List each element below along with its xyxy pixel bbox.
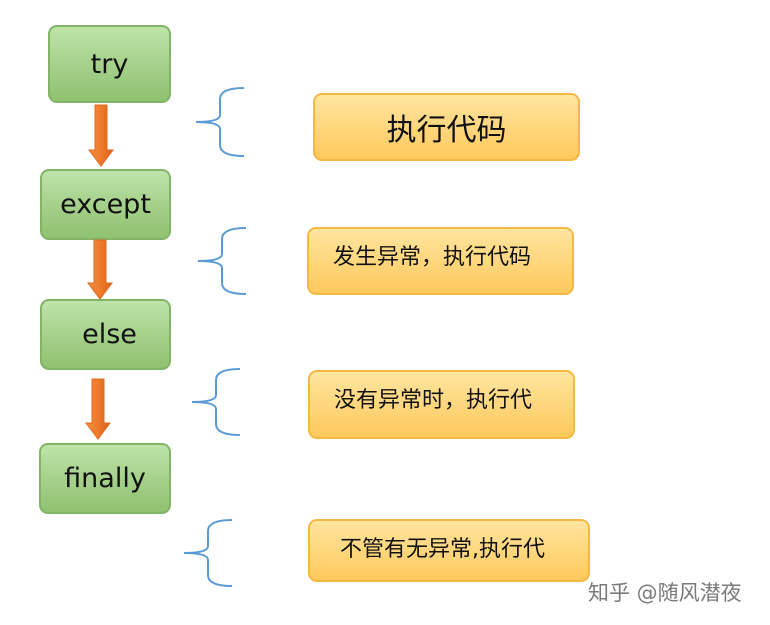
brace-1 (195, 87, 245, 157)
note-always: 不管有无异常,执行代 (308, 519, 590, 582)
arrow-except-to-else (87, 239, 113, 300)
watermark: 知乎 @随风潜夜 (588, 581, 742, 605)
note-no-exception-text: 没有异常时，执行代 (334, 388, 533, 413)
note-exception-occurs-text: 发生异常，执行代码 (333, 245, 532, 270)
node-except: except (40, 169, 171, 240)
node-finally: finally (39, 443, 171, 514)
arrow-else-to-finally (85, 378, 111, 440)
brace-3 (191, 368, 241, 436)
note-execute-code: 执行代码 (313, 93, 580, 161)
note-execute-code-text: 执行代码 (386, 113, 507, 148)
node-try: try (48, 25, 171, 103)
node-else: else (40, 299, 171, 370)
arrow-try-to-except (88, 104, 114, 167)
note-always-text: 不管有无异常,执行代 (340, 537, 545, 562)
note-exception-occurs: 发生异常，执行代码 (307, 227, 574, 295)
brace-4 (183, 519, 233, 587)
brace-2 (197, 227, 247, 295)
note-no-exception: 没有异常时，执行代 (308, 370, 575, 439)
